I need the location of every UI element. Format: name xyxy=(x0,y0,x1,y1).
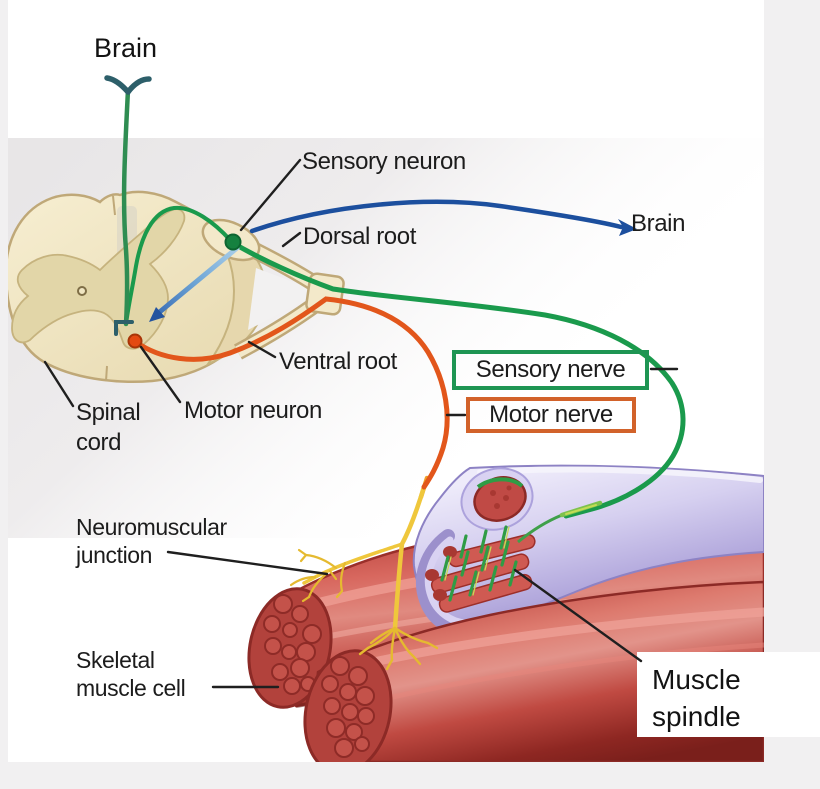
neuromuscular-junction-twigs xyxy=(289,548,347,603)
sensory-nerve-box-label: Sensory nerve xyxy=(475,356,626,383)
sensory-spiral-endings xyxy=(440,525,518,602)
leader-lines xyxy=(43,158,679,689)
intrafusal-fibers xyxy=(425,513,563,613)
sensory-nerve-path xyxy=(230,240,686,519)
muscle-spindle-capsule xyxy=(412,464,764,637)
lower-muscle-cut-face xyxy=(303,649,393,762)
spinal-cord-label-line1: Spinal xyxy=(76,399,141,426)
skeletal-muscle-cell-label: Skeletal muscle cell xyxy=(76,646,186,702)
descending-pathway-blue xyxy=(153,245,240,318)
cord-synapse-fork-icon xyxy=(114,320,134,336)
neuromuscular-junction-twigs-lower xyxy=(358,626,439,671)
ascending-pathway-blue xyxy=(249,199,624,234)
motor-neuron-leader xyxy=(139,345,182,404)
brain-synapse-fork-icon xyxy=(104,75,152,95)
motor-nerve-box-label: Motor nerve xyxy=(489,401,613,428)
intrafusal-fiber-cross-section xyxy=(473,476,527,522)
brain-arrowhead-icon xyxy=(618,219,637,236)
motor-soma-dot xyxy=(127,333,143,349)
spinal-cord-leader xyxy=(43,360,75,408)
dorsal-root-label: Dorsal root xyxy=(303,223,416,250)
brain-pathway-green xyxy=(121,87,131,327)
muscle-spindle-label-patch xyxy=(637,652,820,737)
descending-arrowhead-icon xyxy=(149,307,165,322)
skeletal-muscle-cell-label-line2: muscle cell xyxy=(76,675,186,701)
skeletal-muscle-cell-label-line1: Skeletal xyxy=(76,647,155,673)
neuromuscular-junction-label: Neuromuscular junction xyxy=(76,513,227,569)
dorsal-root-leader xyxy=(281,231,302,248)
sensory-soma-dot xyxy=(224,233,242,251)
sensory-neuron-label: Sensory neuron xyxy=(302,148,466,175)
motor-neuron-label: Motor neuron xyxy=(184,397,322,424)
root-gap xyxy=(248,268,320,330)
spinal-cord-label-line2: cord xyxy=(76,429,122,456)
central-canal xyxy=(77,286,87,296)
motor-nerve-path xyxy=(133,296,450,490)
neuromuscular-junction-label-line2: junction xyxy=(76,542,153,568)
muscle-spindle-label-line1: Muscle xyxy=(652,664,741,695)
motor-nerve-box: Motor nerve xyxy=(466,397,636,433)
sensory-nerve-box: Sensory nerve xyxy=(452,350,649,390)
neuromuscular-junction-label-line1: Neuromuscular xyxy=(76,514,227,540)
spinal-cord-label: Spinal cord xyxy=(76,398,141,458)
muscle-spindle-label-line2: spindle xyxy=(652,701,741,732)
ventral-root-leader xyxy=(247,340,277,359)
brain-right-label: Brain xyxy=(631,210,686,237)
muscle-spindle-label: Muscle spindle xyxy=(652,661,741,735)
upper-muscle-cut-face xyxy=(247,587,333,709)
muscle-spindle-leader xyxy=(513,568,643,663)
ventral-root-label: Ventral root xyxy=(279,348,397,375)
brain-top-label: Brain xyxy=(94,33,158,63)
sensory-central-process xyxy=(124,205,233,326)
sensory-neuron-leader xyxy=(239,158,302,232)
neuromuscular-junction-leader xyxy=(166,550,329,576)
